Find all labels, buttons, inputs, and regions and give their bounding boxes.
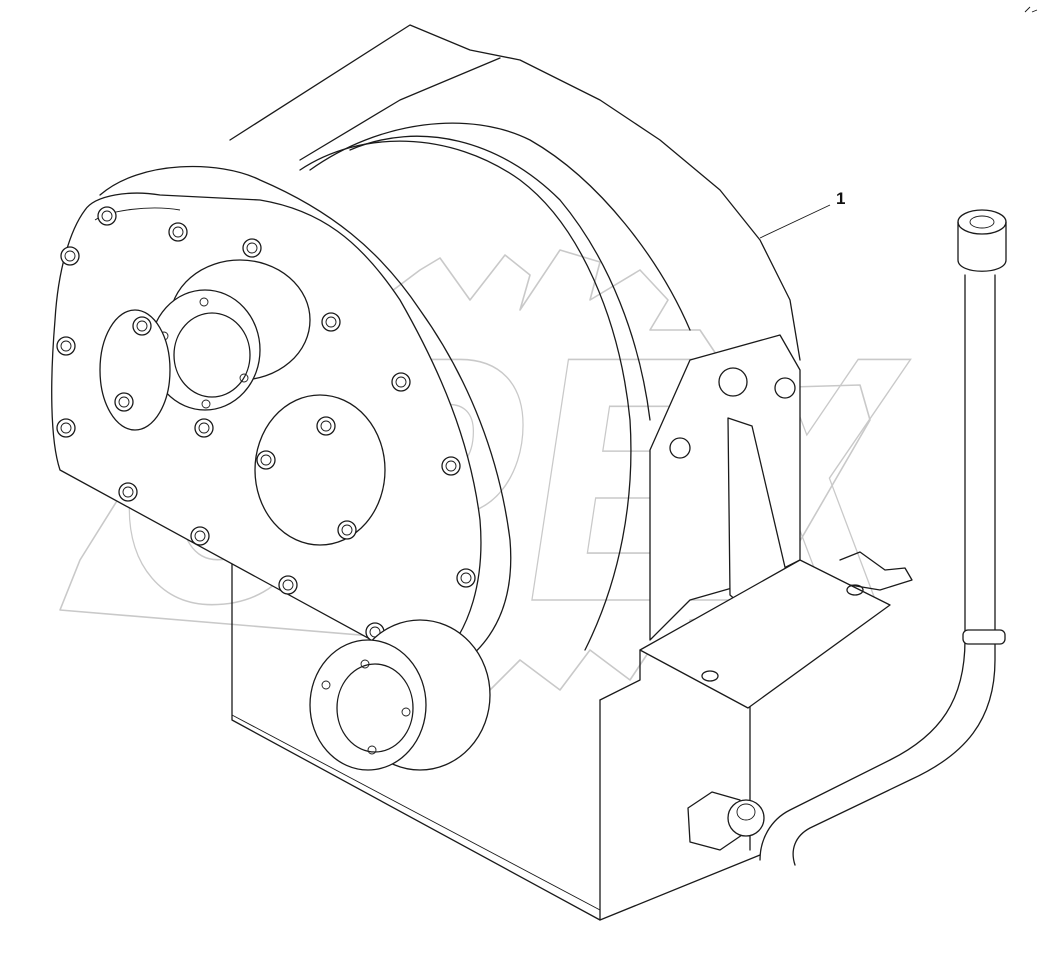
bolt bbox=[316, 416, 336, 436]
base-plate-hole bbox=[701, 670, 719, 682]
pipe-fitting-collar bbox=[727, 799, 765, 837]
middle-casing bbox=[299, 140, 632, 651]
upper-flange-bore bbox=[173, 312, 251, 398]
bolt bbox=[132, 316, 152, 336]
upper-flange-bolt-hole bbox=[201, 399, 211, 409]
bracket-hole bbox=[669, 437, 691, 459]
middle-casing-inner bbox=[349, 135, 651, 421]
pipe-left-wall bbox=[759, 274, 966, 861]
lower-output-flange bbox=[309, 619, 491, 771]
bracket-base-plate bbox=[639, 559, 891, 709]
housing-rear-ridge bbox=[299, 57, 501, 161]
bolt bbox=[190, 526, 210, 546]
bracket-hole bbox=[718, 367, 748, 397]
pipe-cap bbox=[957, 209, 1007, 235]
bolt bbox=[256, 450, 276, 470]
bolt bbox=[168, 222, 188, 242]
lower-flange-bolt-hole bbox=[367, 745, 377, 755]
corner-mark bbox=[1024, 6, 1038, 13]
pipe-coupling bbox=[962, 629, 1006, 645]
pipe-fitting-bore bbox=[736, 803, 756, 821]
callout-label: 1 bbox=[836, 189, 845, 208]
callout-1: 1 bbox=[759, 189, 845, 239]
housing-top-block bbox=[229, 24, 801, 361]
mounting-bracket bbox=[639, 334, 913, 709]
bolt bbox=[337, 520, 357, 540]
bolt bbox=[56, 418, 76, 438]
bolt bbox=[194, 418, 214, 438]
bolt bbox=[56, 336, 76, 356]
base-plate-hole bbox=[846, 584, 864, 596]
bolt bbox=[97, 206, 117, 226]
housing-lower-seam bbox=[231, 714, 601, 911]
lower-flange-bolt-hole bbox=[321, 680, 331, 690]
right-access-cover bbox=[254, 394, 386, 546]
front-cover bbox=[51, 165, 512, 666]
breather-pipe bbox=[687, 209, 1007, 866]
lower-flange-bolt-hole bbox=[360, 659, 370, 669]
gearbox-housing bbox=[229, 24, 801, 921]
front-cover-rim bbox=[99, 165, 512, 666]
housing-mid-arc bbox=[309, 122, 691, 331]
bolt bbox=[391, 372, 411, 392]
pipe-cap-inner bbox=[969, 215, 995, 229]
housing-lower-box bbox=[231, 559, 601, 921]
bolt bbox=[456, 568, 476, 588]
upper-flange-bolt-hole bbox=[199, 297, 209, 307]
lower-flange-bore bbox=[336, 663, 414, 753]
bracket-hole bbox=[774, 377, 796, 399]
bolt bbox=[321, 312, 341, 332]
bolt bbox=[118, 482, 138, 502]
housing-bottom-edge bbox=[599, 854, 761, 921]
bolt bbox=[441, 456, 461, 476]
bracket-base-tab bbox=[839, 551, 913, 591]
bolt bbox=[278, 575, 298, 595]
bolt bbox=[60, 246, 80, 266]
upper-flange-bolt-hole bbox=[239, 373, 249, 383]
pipe-right-wall bbox=[792, 274, 996, 866]
bolt bbox=[114, 392, 134, 412]
lower-flange-bolt-hole bbox=[401, 707, 411, 717]
bolt bbox=[242, 238, 262, 258]
pipe-cap-body bbox=[957, 221, 1007, 272]
cover-bolts bbox=[56, 206, 476, 646]
housing-shoulder bbox=[599, 649, 641, 701]
callout-leader-line bbox=[759, 204, 831, 239]
